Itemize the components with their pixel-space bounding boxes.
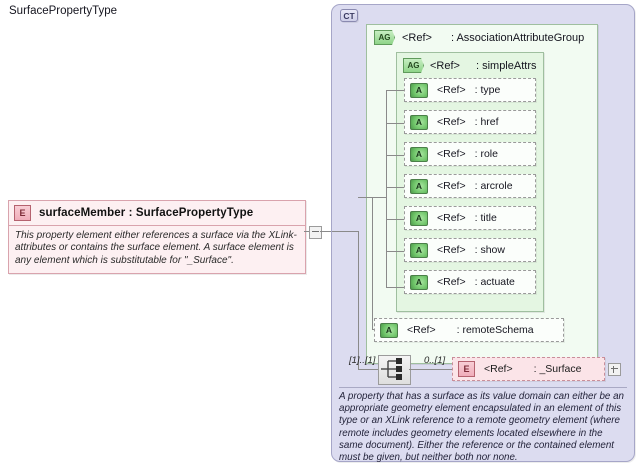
tree-branch-actuate [386,287,404,288]
element-box-surfacemember[interactable]: E surfaceMember : SurfacePropertyType Th… [8,200,306,275]
attributegroup-icon: AG [403,58,424,73]
tree-line-to-sequence [358,369,378,370]
attribute-name: : remoteSchema [456,324,534,336]
complextype-icon: CT [340,9,358,22]
plus-expand-icon[interactable] [608,363,621,376]
element-documentation: This property element either references … [15,230,297,266]
tree-line-attributes-entry [372,197,386,198]
attribute-row-actuate[interactable]: A <Ref> : actuate [404,270,536,294]
attribute-name: : actuate [474,276,515,288]
attribute-name: : role [474,148,498,160]
element-icon: E [14,205,31,221]
attribute-ref: <Ref> [437,244,466,256]
attribute-group-association-header: AG <Ref> : AssociationAttributeGroup [374,30,584,45]
element-connector-line-right [320,231,332,232]
attribute-icon: A [410,274,428,290]
attribute-row-title[interactable]: A <Ref> : title [404,206,536,230]
attribute-name: : type [474,84,501,96]
tree-trunk-line [332,231,358,232]
attribute-ref: <Ref> [437,84,466,96]
attribute-group-simpleattrs-name: : simpleAttrs [475,59,537,72]
cardinality-surface: 0..[1] [424,355,446,366]
attribute-name: : title [474,212,497,224]
attribute-ref: <Ref> [437,180,466,192]
element-row-surface[interactable]: E <Ref> : _Surface [452,357,605,381]
complextype-documentation: A property that has a surface as its val… [339,391,624,464]
surface-ref: <Ref> [484,363,513,375]
attribute-row-role[interactable]: A <Ref> : role [404,142,536,166]
element-icon: E [458,361,475,377]
attribute-name: : href [474,116,499,128]
element-header: E surfaceMember : SurfacePropertyType [9,201,305,226]
attribute-group-simpleattrs-ref: <Ref> [430,59,460,72]
attribute-ref: <Ref> [437,148,466,160]
surface-name: : _Surface [533,363,582,375]
attribute-ref: <Ref> [437,212,466,224]
attribute-row-arcrole[interactable]: A <Ref> : arcrole [404,174,536,198]
sequence-compositor-icon[interactable] [378,355,411,385]
tree-branch-role [386,155,404,156]
attribute-row-remoteschema[interactable]: A <Ref> : remoteSchema [374,318,564,342]
attribute-icon: A [410,210,428,226]
attribute-ref: <Ref> [437,116,466,128]
tree-spine-attributes [386,90,387,287]
element-title: surfaceMember : SurfacePropertyType [39,207,254,219]
tree-spine-group [372,197,373,329]
attribute-row-type[interactable]: A <Ref> : type [404,78,536,102]
tree-spine-main [358,231,359,369]
attribute-group-association-name: : AssociationAttributeGroup [450,31,585,44]
tree-branch-href [386,123,404,124]
attribute-group-simpleattrs-header: AG <Ref> : simpleAttrs [403,58,536,73]
attribute-group-association-ref: <Ref> [402,31,432,44]
attribute-icon: A [410,242,428,258]
tree-branch-arcrole [386,187,404,188]
tree-branch-type [386,90,404,91]
attribute-icon: A [410,114,428,130]
attribute-name: : arcrole [474,180,513,192]
cardinality-sequence: [1]..[1] [349,355,376,366]
tree-branch-show [386,251,404,252]
attribute-icon: A [410,82,428,98]
attribute-icon: A [380,322,398,338]
attribute-row-show[interactable]: A <Ref> : show [404,238,536,262]
attribute-icon: A [410,178,428,194]
attributegroup-icon: AG [374,30,395,45]
tree-branch-title [386,219,404,220]
documentation-divider [339,387,627,388]
minus-collapse-icon[interactable] [309,226,322,239]
element-connector-line [304,231,310,232]
attribute-row-href[interactable]: A <Ref> : href [404,110,536,134]
complextype-title: SurfacePropertyType [9,5,118,17]
attribute-name: : show [474,244,505,256]
sequence-to-surface-line [409,369,452,370]
attribute-icon: A [410,146,428,162]
tree-line-group-entry [358,197,372,198]
attribute-ref: <Ref> [407,324,436,336]
complextype-header: CT SurfacePropertyType [9,5,358,22]
attribute-ref: <Ref> [437,276,466,288]
